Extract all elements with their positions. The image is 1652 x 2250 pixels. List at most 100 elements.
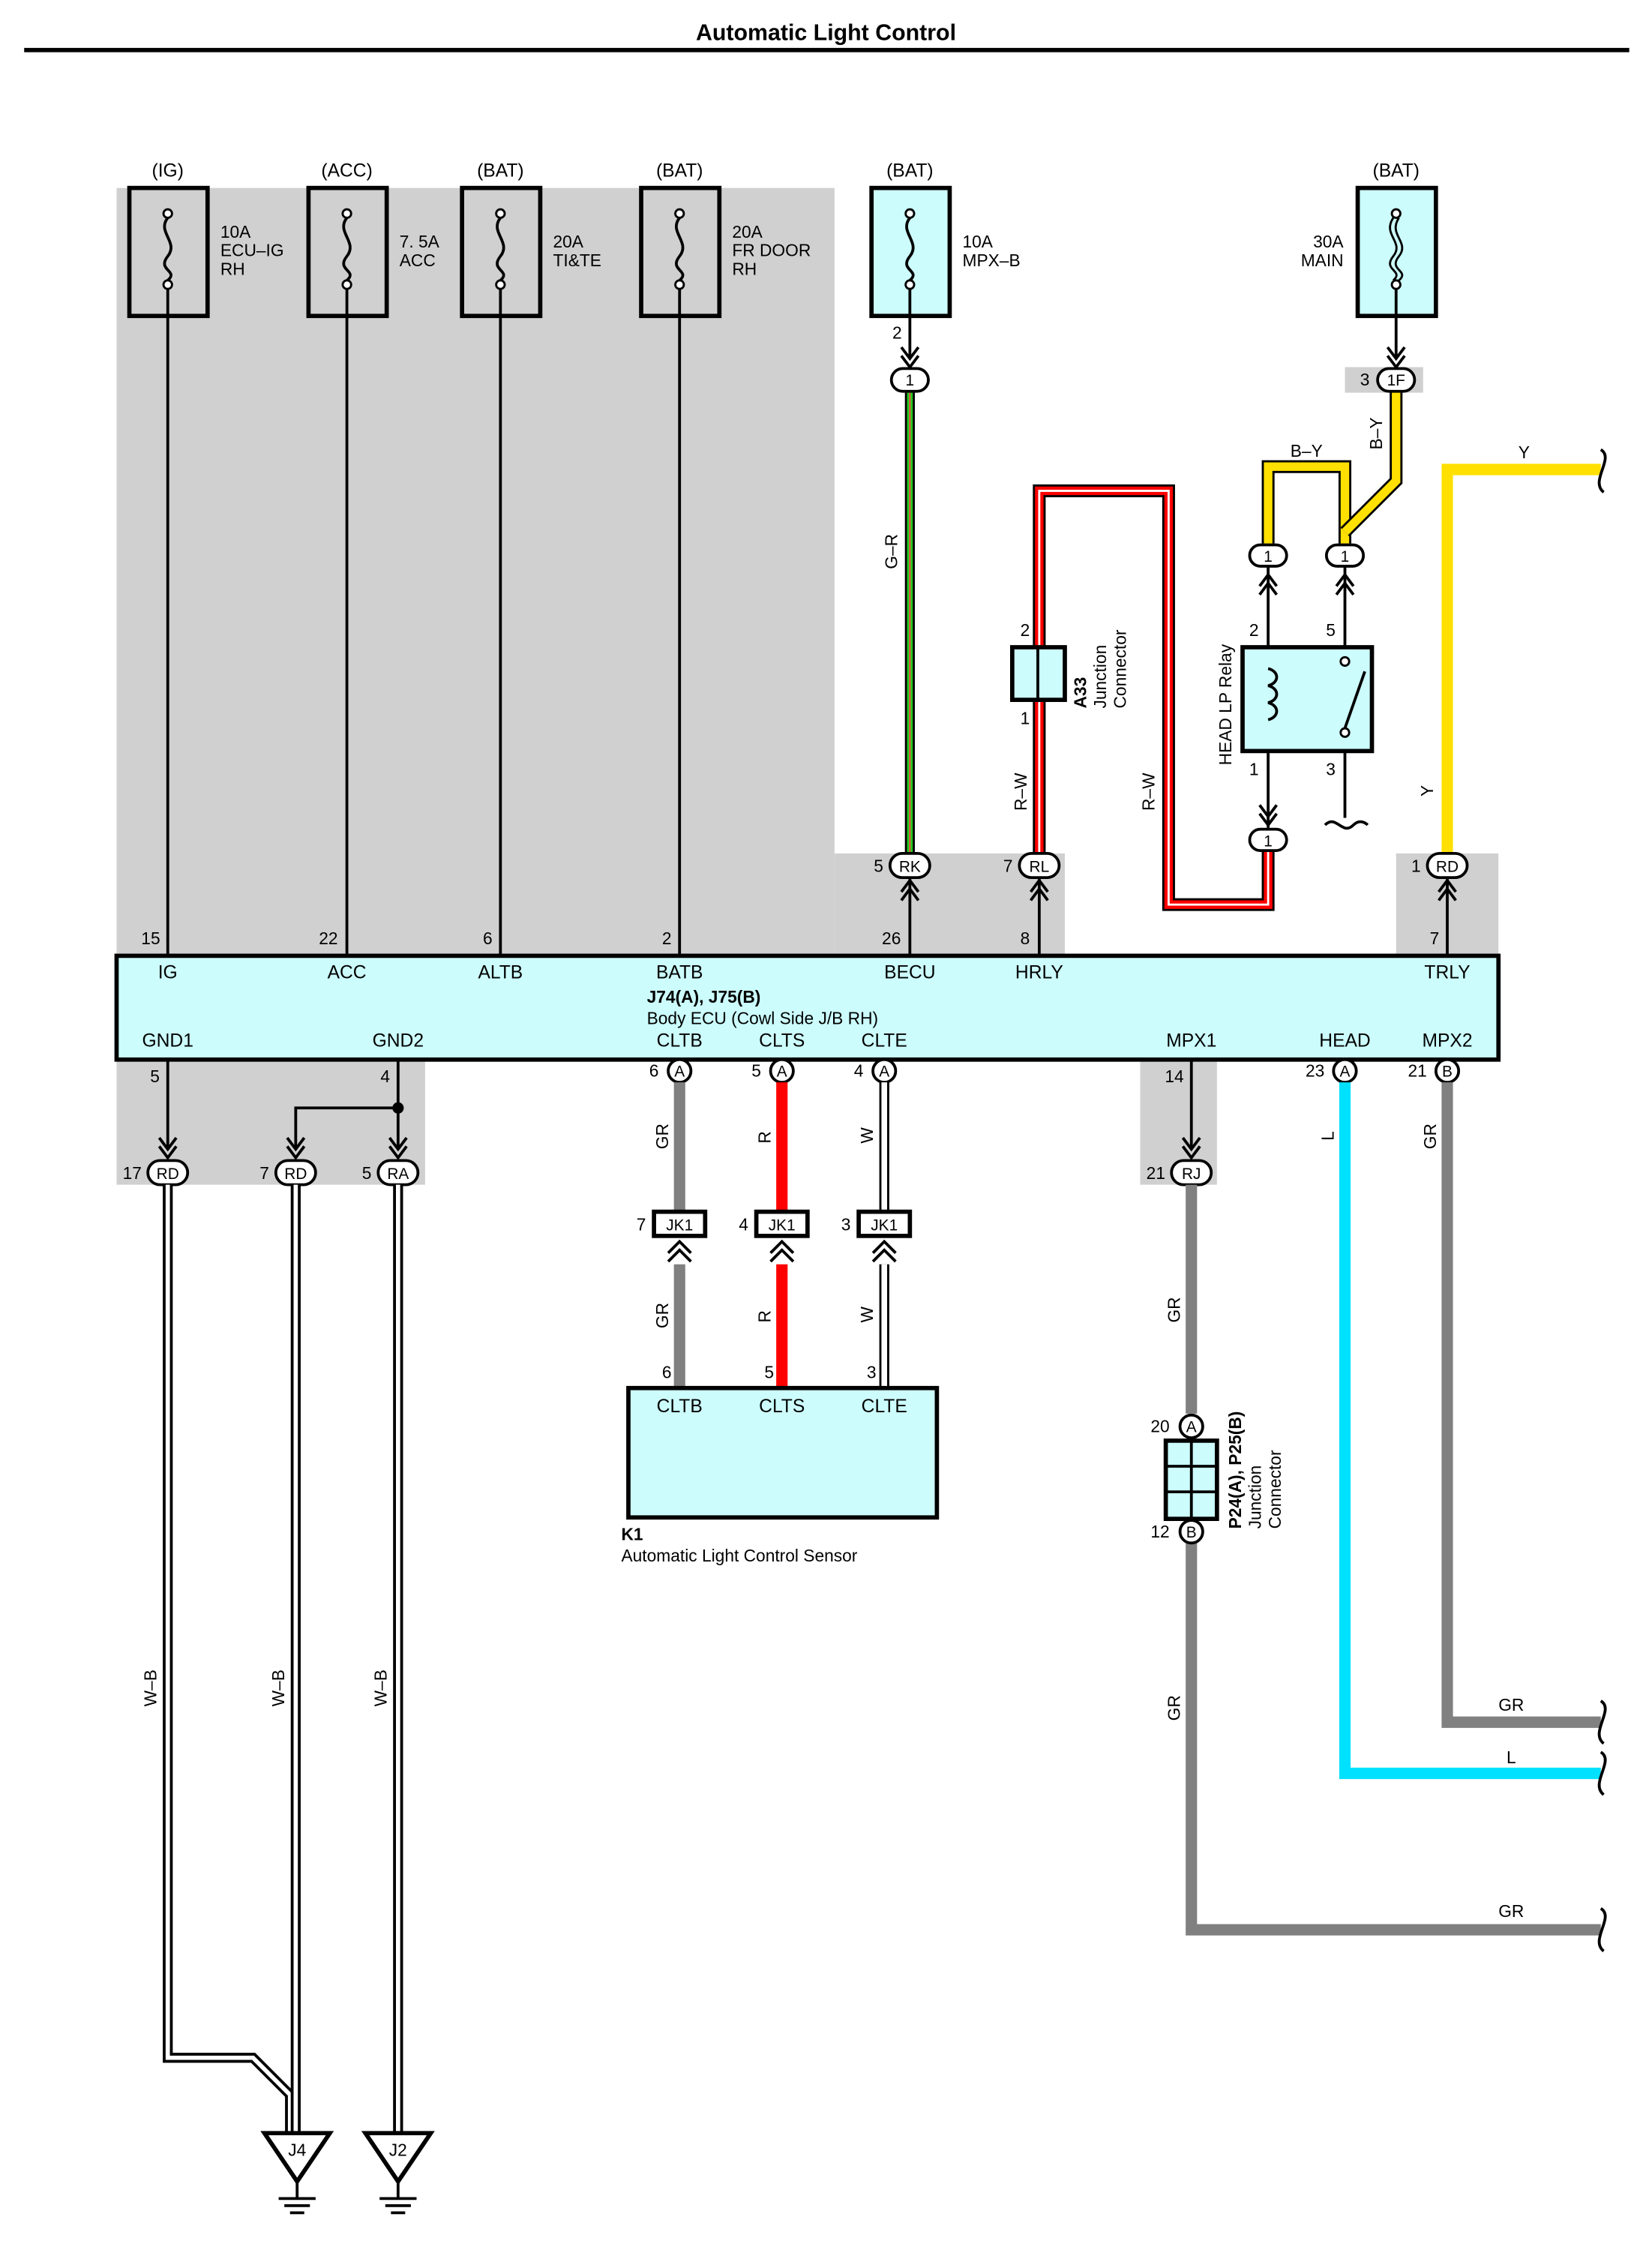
ecu-pin-label: GND2 bbox=[373, 1031, 424, 1052]
sensor-box bbox=[626, 1385, 940, 1520]
fuse-name: MPX–B bbox=[963, 250, 1021, 270]
jk1-connectors: 7 JK1 4 JK1 3 JK1 bbox=[637, 1209, 913, 1263]
wire-label: GR bbox=[1165, 1695, 1184, 1720]
connector-ra-5: 5 RA bbox=[362, 1136, 420, 1186]
ground-icon: J2 bbox=[361, 2131, 435, 2215]
wire-label: W–B bbox=[371, 1670, 391, 1706]
connector-id: RD bbox=[284, 1166, 307, 1183]
connector-pin: 7 bbox=[259, 1163, 269, 1183]
connector-pin: 3 bbox=[1360, 370, 1370, 389]
ecu-pin-num: 2 bbox=[662, 928, 672, 948]
fuse-rating: 10A bbox=[220, 222, 251, 242]
connector-pin: 3 bbox=[841, 1214, 851, 1234]
connector-pin: 4 bbox=[739, 1214, 748, 1234]
wire-label: R–W bbox=[1138, 772, 1158, 811]
sensor-pin-label: CLTS bbox=[759, 1396, 805, 1417]
body-ecu: 15 IG 22 ACC 6 ALTB 2 BATB 26 BECU 8 HRL… bbox=[114, 928, 1501, 1086]
wire-label: R–W bbox=[1011, 772, 1030, 811]
fuse-name: ECU–IG bbox=[220, 241, 284, 260]
conn-circle: A bbox=[667, 1058, 693, 1084]
ecu-pin-num: 4 bbox=[854, 1061, 864, 1081]
mpx-b-connector: 2 1 bbox=[889, 323, 930, 393]
fuse-mpx-b: (BAT) 10A MPX–B bbox=[869, 160, 1021, 319]
sensor-pin-num: 6 bbox=[662, 1362, 672, 1382]
wire-label: Y bbox=[1519, 442, 1530, 462]
sensor-pin-label: CLTB bbox=[657, 1396, 703, 1417]
fuse-name: TI&TE bbox=[553, 250, 601, 270]
wire-label: Y bbox=[1417, 785, 1437, 796]
ecu-pin-label: IG bbox=[158, 963, 178, 983]
relay-box bbox=[1240, 645, 1375, 754]
sensor-id: K1 bbox=[621, 1525, 643, 1544]
p24-junction-connector: A B 20 12 P24(A), P25(B) Junction Connec… bbox=[1150, 1412, 1285, 1545]
junction-oval: 1 bbox=[1248, 543, 1288, 596]
ground-label: J4 bbox=[288, 2140, 306, 2160]
a33-pin: 2 bbox=[1021, 620, 1030, 640]
wire-label: G–R bbox=[881, 534, 901, 569]
fuse-ti-te: (BAT) 20A TI&TE bbox=[460, 160, 601, 319]
ecu-pin-label: CLTB bbox=[657, 1031, 703, 1052]
fuse-output-connectors: 2 1 3 1F bbox=[889, 323, 1417, 393]
fuse-rating: 10A bbox=[963, 232, 994, 251]
wire-label: GR bbox=[652, 1124, 672, 1149]
conn-letter: A bbox=[1186, 1419, 1197, 1436]
fuse-fr-door-rh: (BAT) 20A FR DOOR RH bbox=[639, 160, 811, 319]
fuse-supply: (BAT) bbox=[1373, 160, 1420, 181]
connector-rd-7: 7 RD bbox=[259, 1136, 317, 1186]
connector-pin: 7 bbox=[637, 1214, 646, 1234]
connector-rk: 5 RK bbox=[874, 851, 931, 902]
wire-label: B–Y bbox=[1291, 441, 1323, 460]
ecu-pin-num: 26 bbox=[882, 928, 901, 948]
a33-junction-connector: 2 1 A33 Junction Connector bbox=[1010, 620, 1130, 728]
conn-letter: A bbox=[674, 1064, 685, 1081]
ecu-pin-label: HRLY bbox=[1015, 963, 1063, 983]
ecu-pin-num: 5 bbox=[751, 1061, 761, 1081]
relay-name: HEAD LP Relay bbox=[1216, 644, 1235, 765]
connector-id: JK1 bbox=[769, 1216, 796, 1234]
main-connector: 3 1F bbox=[1360, 346, 1417, 393]
a33-pin: 1 bbox=[1021, 708, 1030, 728]
connector-id: 1 bbox=[906, 372, 915, 389]
junction-oval: 1 bbox=[1324, 543, 1366, 596]
ecu-pin-label: HEAD bbox=[1319, 1031, 1370, 1052]
p24-name: Junction bbox=[1246, 1466, 1265, 1529]
automatic-light-control-sensor: 6 5 3 CLTB CLTS CLTE K1 Automatic Light … bbox=[621, 1362, 940, 1565]
wire-label: R bbox=[755, 1310, 775, 1322]
p24-pin: 20 bbox=[1150, 1417, 1169, 1436]
conn-letter: A bbox=[777, 1064, 787, 1081]
relay-pin: 3 bbox=[1326, 760, 1336, 779]
conn-circle: A bbox=[871, 1058, 898, 1084]
connector-id: RJ bbox=[1182, 1166, 1201, 1183]
wire-mpx2: GR GR bbox=[1420, 1082, 1607, 1745]
wire-y: Y Y bbox=[1417, 442, 1607, 854]
fuse-name: FR DOOR bbox=[732, 241, 811, 260]
junction-label: 1 bbox=[1341, 548, 1350, 566]
ecu-pin-num: 4 bbox=[380, 1066, 390, 1086]
wire-label: W bbox=[857, 1127, 877, 1144]
ecu-bottom-connectors: 17 RD 7 RD 5 RA 21 RJ bbox=[123, 1136, 1213, 1186]
ecu-pin-label: BECU bbox=[884, 963, 935, 983]
ecu-pin-label: MPX2 bbox=[1422, 1031, 1472, 1052]
relay-pin: 1 bbox=[1249, 760, 1259, 779]
p24-pin: 12 bbox=[1150, 1522, 1169, 1541]
ecu-pin-num: 6 bbox=[483, 928, 493, 948]
fuse-supply: (BAT) bbox=[656, 160, 703, 181]
ecu-pin-num: 14 bbox=[1165, 1066, 1183, 1086]
ecu-pin-label: BATB bbox=[656, 963, 703, 983]
conn-letter: B bbox=[1442, 1064, 1453, 1081]
shade-fuse-block bbox=[116, 188, 835, 956]
fuse-name: ACC bbox=[400, 250, 436, 270]
ecu-pin-label: CLTS bbox=[759, 1031, 805, 1052]
jk1-connector: 4 JK1 bbox=[739, 1209, 810, 1263]
ecu-pin-label: MPX1 bbox=[1166, 1031, 1216, 1052]
gnd-wires bbox=[166, 1059, 1193, 1150]
connector-id: JK1 bbox=[666, 1216, 693, 1234]
connector-rl: 7 RL bbox=[1003, 851, 1061, 902]
wire-label: GR bbox=[1498, 1695, 1524, 1714]
connector-id: RD bbox=[157, 1166, 179, 1183]
relay-pin: 2 bbox=[1249, 620, 1259, 640]
ecu-top-connectors: 5 RK 7 RL 1 RD bbox=[874, 851, 1469, 902]
wire-label: GR bbox=[652, 1303, 672, 1328]
connector-pin: 17 bbox=[123, 1163, 142, 1183]
connector-id: JK1 bbox=[871, 1216, 898, 1234]
